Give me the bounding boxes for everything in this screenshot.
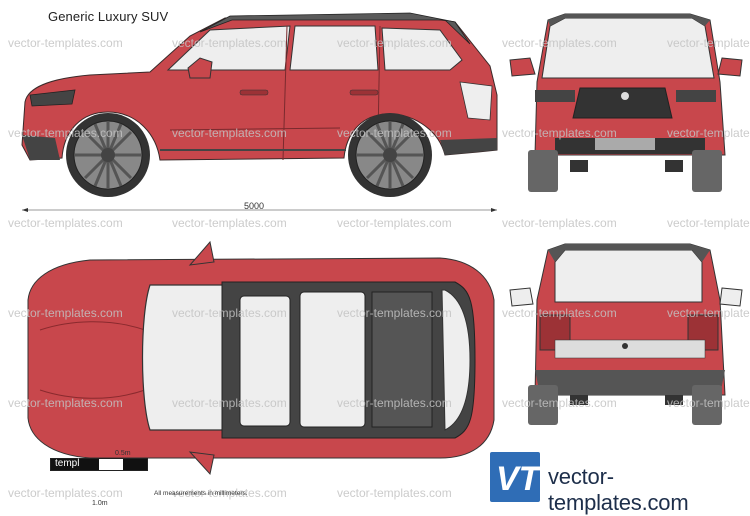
scale-note: All measurements in millimeters. [154, 490, 248, 497]
front-tire-left [528, 150, 558, 192]
brand-footer[interactable]: VT vector-templates.com [490, 452, 746, 515]
page-title: Generic Luxury SUV [48, 9, 169, 24]
top-mirror-right [188, 451, 215, 476]
side-view [21, 12, 498, 212]
side-roof [199, 12, 471, 45]
side-taillight [459, 81, 493, 121]
rear-view [509, 243, 743, 425]
top-sunroof-rear [299, 291, 366, 428]
vt-logo-icon: VT [490, 452, 540, 502]
scale-full-label: 1.0m [92, 500, 108, 507]
side-rear-wheel [348, 113, 432, 197]
rear-window [554, 249, 703, 303]
top-view [27, 240, 495, 476]
length-dimension-label: 5000 [244, 201, 265, 211]
rear-tire-right [692, 385, 722, 425]
side-headlight [29, 89, 76, 107]
brand-site-text[interactable]: vector-templates.com [548, 464, 689, 515]
side-front-wheel [66, 113, 150, 197]
side-window-middle [289, 25, 379, 71]
top-sunroof-front [239, 295, 291, 427]
top-rear-window [441, 289, 471, 431]
rear-tire-left [528, 385, 558, 425]
rear-mirror-right [719, 287, 743, 307]
front-grille [572, 87, 673, 119]
front-tire-right [692, 150, 722, 192]
scale-bar-black-2 [123, 459, 147, 470]
top-mirror-left [188, 240, 215, 266]
scale-legend: 0.5m templ All measurements in millimete… [48, 450, 308, 510]
length-dimension-line [22, 208, 497, 212]
side-window-rear [381, 27, 463, 71]
vt-logo-letters: VT [496, 460, 540, 498]
front-mirror-right [717, 57, 743, 77]
front-windshield [541, 17, 715, 79]
scale-block-text: templ [55, 458, 80, 469]
rear-mirror-left [509, 287, 534, 307]
front-view [509, 13, 743, 192]
top-windshield [141, 284, 226, 431]
front-mirror-left [509, 57, 536, 77]
scale-half-label: 0.5m [115, 450, 131, 457]
side-mirror [187, 57, 213, 79]
front-headlight-left [535, 90, 575, 102]
scale-bar-black: templ [51, 458, 99, 470]
front-headlight-right [676, 90, 716, 102]
scale-ticks [50, 470, 146, 491]
